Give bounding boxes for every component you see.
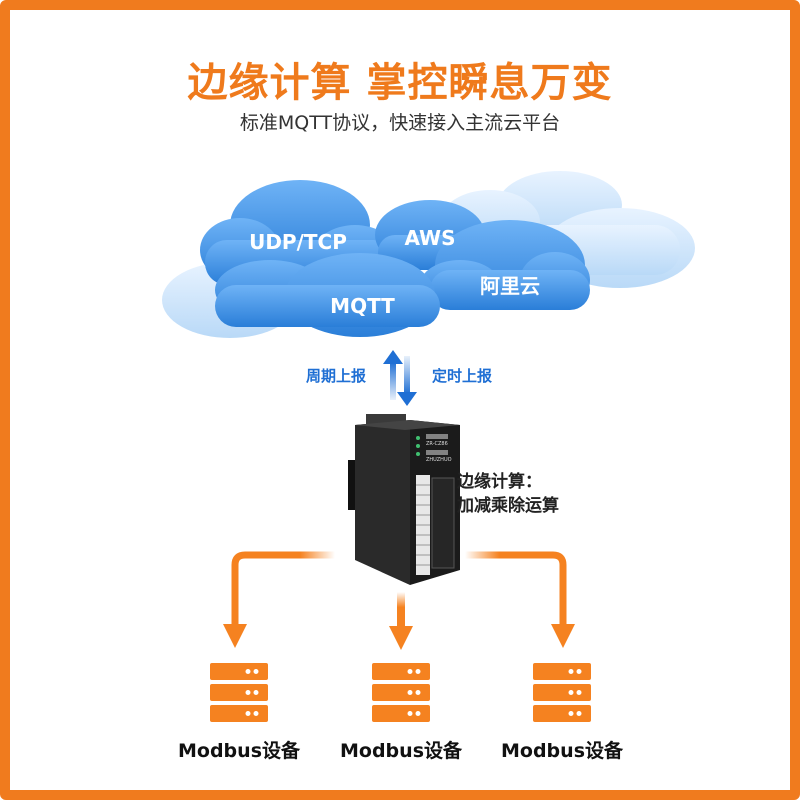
- gateway-model-text: ZR-CZ86: [426, 441, 448, 447]
- arrow-down-icon: [397, 356, 417, 406]
- device-label-center: Modbus设备: [340, 740, 462, 762]
- arrow-up-icon: [383, 350, 403, 400]
- edge-computing-desc: 加减乘除运算: [457, 496, 559, 516]
- server-icon-center: [372, 663, 430, 722]
- edge-computing-label: 边缘计算： 加减乘除运算: [457, 470, 559, 518]
- cloud-label-udp-tcp: UDP/TCP: [249, 230, 347, 254]
- gateway-device: [348, 414, 460, 585]
- page-subtitle: 标准MQTT协议，快速接入主流云平台: [239, 112, 561, 134]
- cloud-label-aws: AWS: [404, 226, 456, 250]
- cloud-label-mqtt: MQTT: [330, 294, 395, 318]
- arrow-label-scheduled: 定时上报: [432, 367, 493, 385]
- arrow-label-periodic: 周期上报: [306, 367, 367, 385]
- cloud-aliyun: [420, 220, 590, 310]
- connector-left: [223, 551, 335, 648]
- edge-computing-title: 边缘计算：: [457, 472, 542, 492]
- server-icon-left: [210, 663, 268, 722]
- cloud-mqtt: [215, 253, 440, 337]
- device-label-left: Modbus设备: [178, 740, 300, 762]
- page-title: 边缘计算 掌控瞬息万变: [187, 60, 613, 106]
- connector-right: [465, 551, 575, 648]
- connector-center: [389, 592, 413, 650]
- cloud-label-aliyun: 阿里云: [480, 274, 540, 298]
- server-icon-right: [533, 663, 591, 722]
- gateway-brand-text: ZHUZHUO: [426, 457, 452, 463]
- device-label-right: Modbus设备: [501, 740, 623, 762]
